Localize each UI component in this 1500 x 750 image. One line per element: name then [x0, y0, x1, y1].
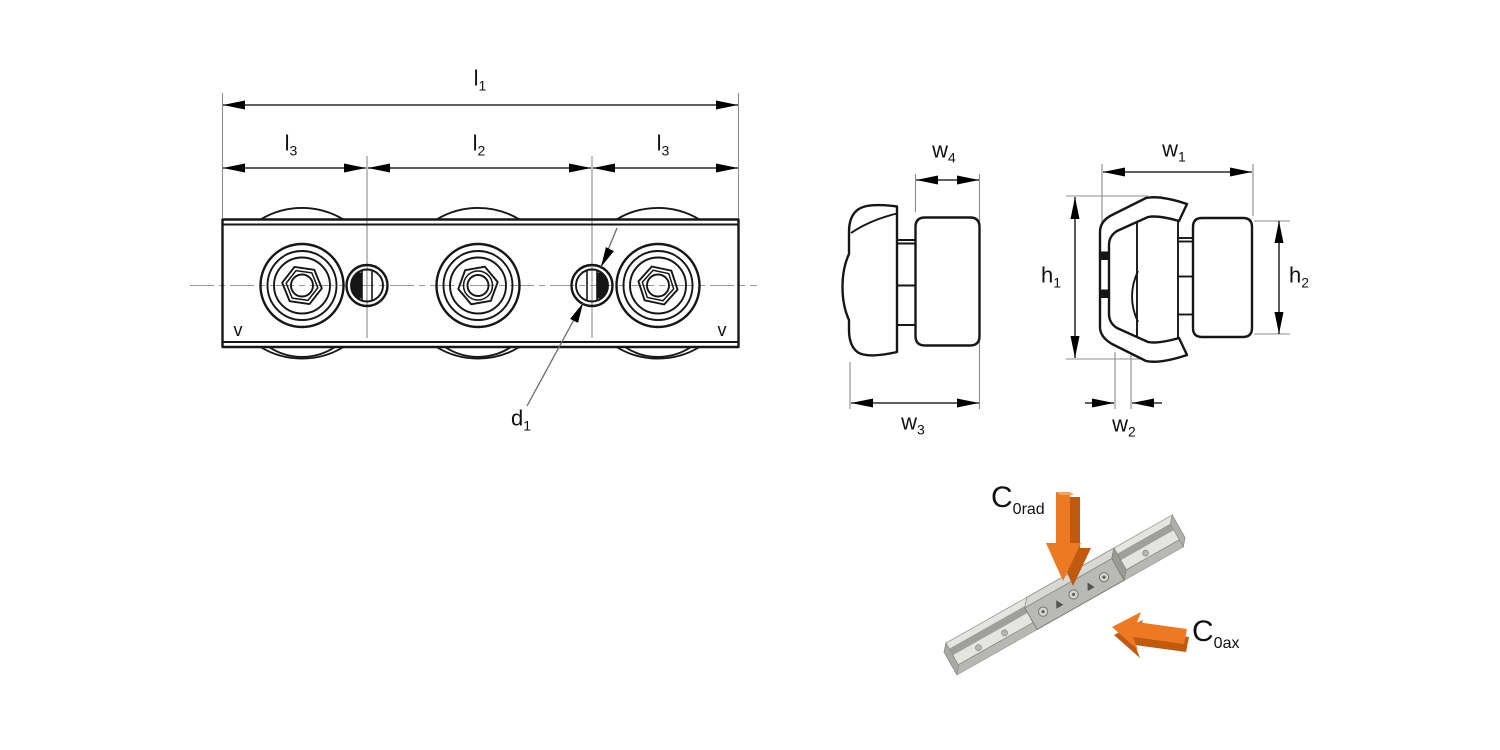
dim-label-l3-left: l3 — [284, 130, 298, 159]
dim-label-w3: w3 — [901, 409, 925, 438]
side-view — [841, 174, 981, 409]
slider-block-render — [1024, 546, 1127, 631]
roller-in-channel — [1136, 211, 1179, 346]
dim-label-w4: w4 — [932, 137, 956, 166]
rail-render — [943, 513, 1186, 676]
mounting-hole-left — [345, 263, 389, 308]
c0ax-force-arrow-icon — [1112, 612, 1189, 658]
dim-label-w2: w2 — [1112, 411, 1136, 440]
dim-label-h2: h2 — [1288, 262, 1310, 291]
dim-label-l1: l1 — [473, 65, 487, 94]
rail-body — [221, 218, 740, 349]
marking-v-left: v — [233, 320, 243, 340]
c0rad-force-arrow-icon — [1046, 492, 1091, 586]
dim-label-l3-right: l3 — [656, 130, 670, 159]
load-diagram — [943, 492, 1189, 676]
roller-right — [615, 242, 701, 329]
front-view — [190, 93, 757, 407]
dim-label-w1: w1 — [1162, 136, 1186, 165]
load-label-c0ax: C0ax — [1192, 615, 1240, 652]
marking-v-right: v — [717, 320, 727, 340]
bushing-profile — [914, 216, 981, 347]
dim-label-h1: h1 — [1040, 262, 1062, 291]
profile-view — [1066, 164, 1290, 409]
roller-wheel-profile — [841, 203, 899, 357]
mounting-hole-right — [570, 263, 614, 308]
bushing-profile-2 — [1191, 216, 1254, 339]
dim-label-d1: d1 — [510, 405, 532, 434]
roller-left — [259, 242, 345, 329]
d1-leader — [526, 227, 618, 407]
rail-channel-profile — [1098, 196, 1189, 363]
dim-label-l2: l2 — [472, 130, 486, 159]
load-label-c0rad: C0rad — [991, 481, 1045, 518]
roller-middle — [435, 242, 521, 329]
